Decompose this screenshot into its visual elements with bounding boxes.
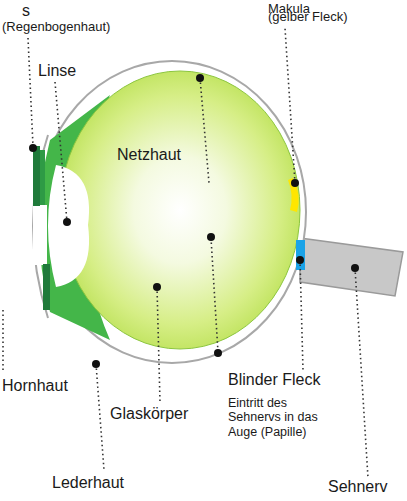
papilla-note: Eintritt des Sehnervs in das Auge (Papil… xyxy=(228,396,340,439)
iris-lower xyxy=(43,264,50,310)
macula xyxy=(288,178,299,212)
iris-label: s xyxy=(22,2,30,20)
lens-label: Linse xyxy=(38,62,76,80)
retina xyxy=(60,71,300,349)
pupil xyxy=(33,205,47,265)
lens xyxy=(48,165,89,287)
vitreous-label: Glaskörper xyxy=(110,405,188,423)
iris-upper xyxy=(33,146,40,206)
leader-dots xyxy=(29,74,359,368)
iris-label: (Regenbogenhaut) xyxy=(2,20,110,35)
cornea-label: Hornhaut xyxy=(2,377,68,395)
leader-lines xyxy=(3,28,368,478)
blind-spot-label: Blinder Fleck xyxy=(228,371,320,389)
retina-label: Netzhaut xyxy=(117,146,181,164)
macula-label: (gelber Fleck) xyxy=(268,10,347,25)
iris-upper-inner xyxy=(40,150,45,205)
optic-nerve-label: Sehnerv xyxy=(328,478,388,496)
sclera xyxy=(38,61,306,363)
optic-nerve xyxy=(300,238,403,296)
sclera-label: Lederhaut xyxy=(52,474,124,492)
